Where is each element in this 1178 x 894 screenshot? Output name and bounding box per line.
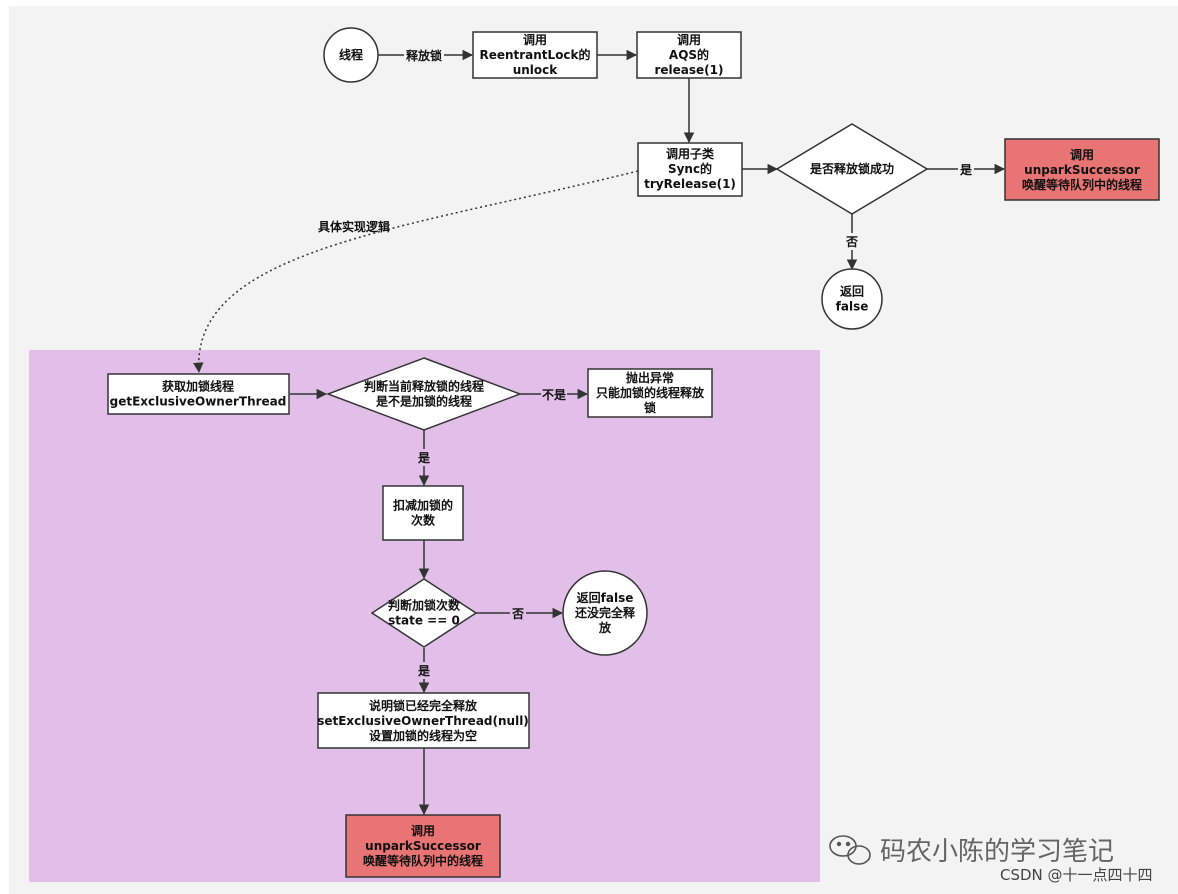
label-line: 唤醒等待队列中的线程	[1022, 177, 1142, 192]
label-line: unlock	[513, 63, 559, 77]
label-line: 抛出异常	[626, 370, 674, 385]
label-line: 获取加锁线程	[161, 379, 234, 394]
node-return-false	[821, 268, 883, 330]
decrement-count-label: 扣减加锁的次数	[393, 498, 453, 528]
not-owner-label: 不是	[542, 388, 567, 402]
node-unpark-bottom	[345, 814, 501, 878]
label-line: 返回	[840, 284, 864, 299]
thread-label: 线程	[339, 47, 363, 62]
impl-logic-label: 具体实现逻辑	[318, 219, 390, 234]
check-owner-label: 判断当前释放锁的线程是不是加锁的线程	[364, 379, 484, 409]
not-owner-label-bg	[541, 386, 567, 403]
release-lock-label: 释放锁	[406, 48, 442, 63]
throw-exception-label: 抛出异常只能加锁的线程释放锁	[596, 370, 705, 415]
label-line: 次数	[411, 513, 436, 528]
label-line: 判断加锁次数	[388, 598, 461, 613]
label-line: 说明锁已经完全释放	[369, 698, 478, 713]
label-line: setExclusiveOwnerThread(null)	[317, 714, 529, 728]
node-sync-tryrelease	[637, 142, 743, 197]
label-line: 只能加锁的线程释放	[596, 385, 705, 400]
label-line: state == 0	[388, 614, 460, 628]
edge-labels: 释放锁 是 否 具体实现逻辑 不是 是 否 是	[318, 46, 974, 679]
label-line: 唤醒等待队列中的线程	[363, 853, 483, 868]
yes-top-label: 是	[959, 163, 973, 177]
label-line: tryRelease(1)	[644, 177, 736, 191]
label-line: false	[836, 300, 869, 314]
state-yes-label-bg	[416, 662, 432, 679]
release-success-label: 是否释放锁成功	[809, 161, 894, 176]
label-line: 扣减加锁的	[393, 498, 453, 513]
node-fully-released	[317, 692, 530, 749]
label-line: Sync的	[668, 161, 712, 176]
watermark: 码农小陈的学习笔记 CSDN @十一点四十四	[829, 835, 1153, 884]
watermark-account: 码农小陈的学习笔记	[880, 837, 1114, 867]
node-check-state	[370, 578, 478, 648]
is-owner-label-bg	[416, 449, 432, 466]
edge-impl-logic-dotted	[193, 170, 639, 374]
label-line: 调用子类	[666, 146, 715, 161]
node-return-false-partial	[562, 570, 648, 656]
node-check-owner	[325, 357, 523, 431]
label-line: 调用	[523, 33, 547, 47]
wechat-icon	[829, 835, 871, 865]
label-line: 返回false	[577, 590, 634, 605]
label-line: 还没完全释	[574, 605, 636, 620]
is-owner-label: 是	[417, 451, 431, 465]
label-line: unparkSuccessor	[365, 839, 481, 853]
label-line: 是不是加锁的线程	[375, 394, 472, 409]
label-line: 是否释放锁成功	[809, 161, 894, 176]
label-line: release(1)	[654, 63, 723, 77]
node-release-success	[775, 123, 929, 215]
release-lock-label-bg	[404, 46, 444, 64]
label-line: unparkSuccessor	[1024, 163, 1140, 177]
nodes	[107, 27, 1160, 878]
node-reentrant-unlock	[472, 31, 598, 79]
label-line: 调用	[411, 824, 435, 838]
state-no-label: 否	[511, 607, 524, 621]
watermark-credit: CSDN @十一点四十四	[1000, 866, 1153, 884]
yes-top-label-bg	[958, 161, 974, 178]
state-no-label-bg	[510, 605, 526, 622]
label-line: getExclusiveOwnerThread	[110, 395, 287, 409]
label-line: 判断当前释放锁的线程	[364, 379, 484, 394]
label-line: 调用	[677, 33, 701, 47]
label-line: ReentrantLock的	[479, 47, 590, 62]
node-decrement-count	[382, 485, 464, 541]
label-line: 调用	[1070, 148, 1094, 162]
node-thread	[323, 27, 379, 83]
no-top-label: 否	[845, 235, 858, 249]
label-line: AQS的	[669, 47, 709, 62]
label-line: 放	[598, 620, 612, 635]
no-top-label-bg	[844, 233, 860, 250]
node-get-owner	[107, 373, 290, 415]
node-aqs-release	[636, 31, 742, 79]
label-line: 锁	[644, 400, 656, 415]
label-line: 线程	[339, 47, 363, 62]
label-line: 设置加锁的线程为空	[369, 728, 477, 743]
state-yes-label: 是	[417, 664, 431, 678]
node-unpark-top	[1004, 138, 1160, 201]
node-throw-exception	[587, 368, 713, 418]
